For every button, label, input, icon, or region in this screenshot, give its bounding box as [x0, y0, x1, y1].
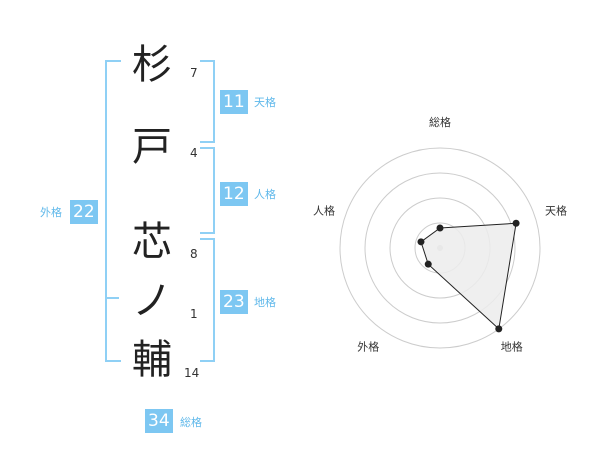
name-char-2: 戸 — [132, 124, 172, 170]
radar-axis-label: 外格 — [357, 340, 379, 354]
tenkaku-value: 11 — [220, 90, 248, 114]
radar-point — [436, 224, 444, 232]
radar-ring — [364, 172, 516, 324]
jinkaku-value: 12 — [220, 182, 248, 206]
name-char-1: 杉 — [132, 42, 172, 88]
radar-axis-label: 地格 — [501, 340, 523, 354]
radar-point — [495, 325, 503, 333]
gaikaku-bracket-tick — [105, 297, 119, 299]
stroke-count-5: 14 — [184, 366, 200, 380]
radar-point — [512, 219, 520, 227]
soukaku-label: 総格 — [180, 416, 202, 429]
chikaku-bracket — [200, 238, 215, 362]
tenkaku-label: 天格 — [254, 96, 276, 109]
stroke-count-1: 7 — [190, 66, 198, 80]
chikaku-label: 地格 — [254, 296, 276, 309]
stroke-count-2: 4 — [190, 146, 198, 160]
stroke-count-3: 8 — [190, 247, 198, 261]
radar-axis-label: 総格 — [429, 115, 451, 129]
radar-point — [417, 238, 425, 246]
jinkaku-label: 人格 — [254, 188, 276, 201]
gaikaku-value: 22 — [70, 200, 98, 224]
stroke-count-4: 1 — [190, 307, 198, 321]
jinkaku-bracket — [200, 147, 215, 234]
soukaku-value: 34 — [145, 409, 173, 433]
name-char-5: 輔 — [132, 337, 172, 383]
tenkaku-bracket — [200, 60, 215, 143]
name-char-3: 芯 — [132, 219, 172, 265]
radar-area — [420, 222, 517, 330]
chikaku-value: 23 — [220, 290, 248, 314]
radar-axis-label: 天格 — [545, 203, 567, 217]
name-char-4: ノ — [132, 278, 172, 324]
radar-axis-label: 人格 — [313, 203, 335, 217]
radar-point — [424, 260, 432, 268]
gaikaku-label: 外格 — [40, 206, 62, 219]
gaikaku-bracket — [105, 60, 121, 362]
radar-ring — [339, 147, 541, 349]
